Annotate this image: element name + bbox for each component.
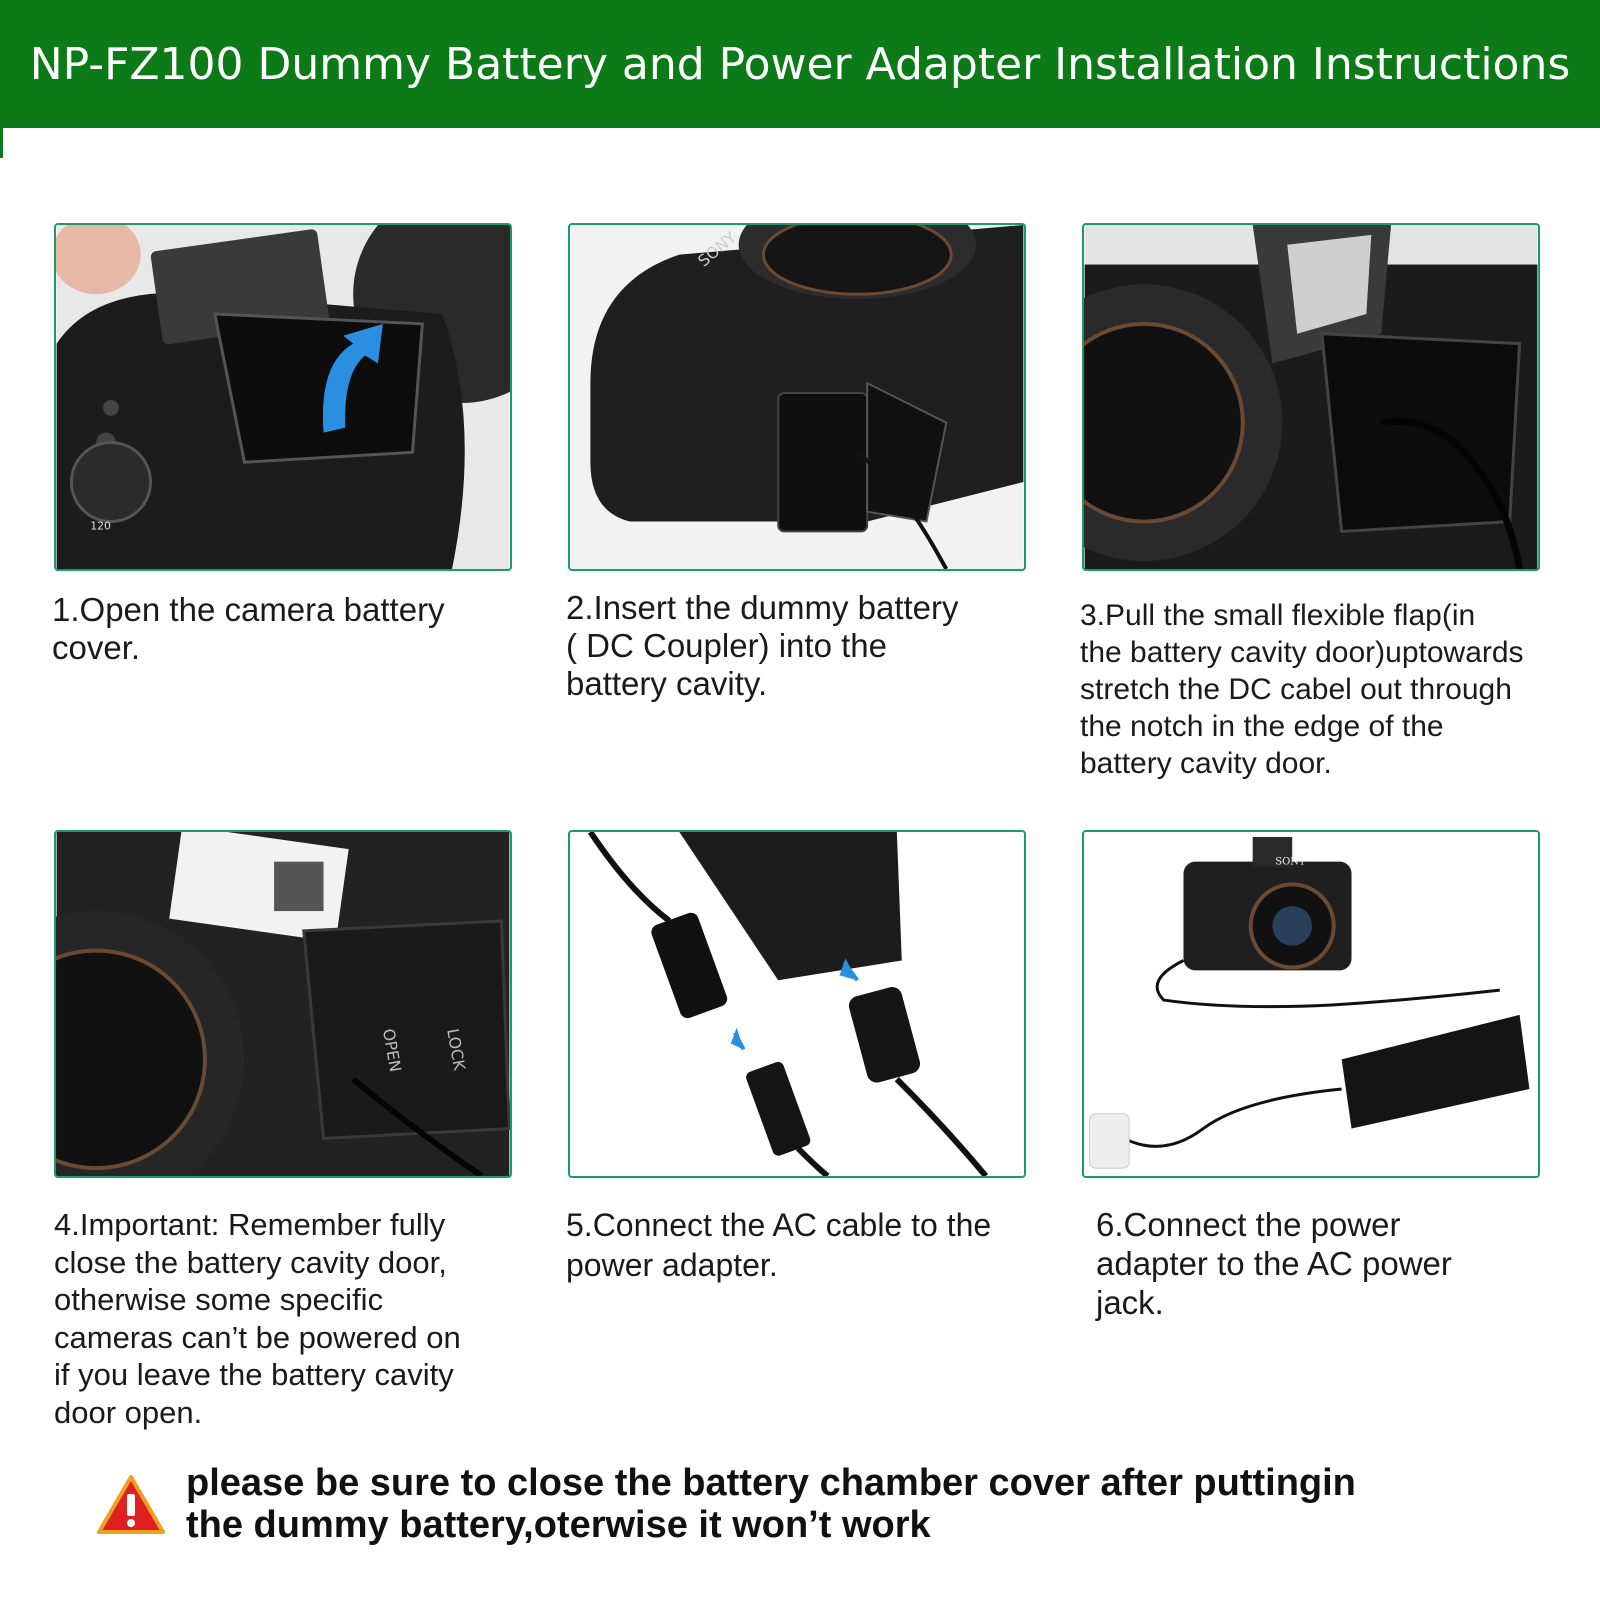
step-4-photo: OPEN LOCK — [54, 830, 512, 1178]
adapter-to-power-jack-image: SONY — [1084, 832, 1538, 1176]
dial-label: 120 — [90, 519, 111, 532]
pull-flap-cable-image — [1084, 225, 1538, 569]
step-6-photo: SONY — [1082, 830, 1540, 1178]
step-1-caption: 1.Open the camera battery cover. — [52, 591, 445, 666]
page-title: NP-FZ100 Dummy Battery and Power Adapter… — [29, 38, 1571, 90]
close-cavity-door-image: OPEN LOCK — [56, 832, 510, 1176]
step-3-photo — [1082, 223, 1540, 571]
camera-battery-cover-open-image: 120 — [56, 225, 510, 569]
ac-cable-adapter-image — [570, 832, 1024, 1176]
step-6-caption: 6.Connect the power adapter to the AC po… — [1096, 1206, 1452, 1321]
step-5-photo — [568, 830, 1026, 1178]
step-2-photo: SONY — [568, 223, 1026, 571]
step-2-caption: 2.Insert the dummy battery ( DC Coupler)… — [566, 589, 959, 702]
camera-brand-label: SONY — [1275, 857, 1306, 868]
title-banner: NP-FZ100 Dummy Battery and Power Adapter… — [0, 0, 1600, 128]
step-1-photo: 120 — [54, 223, 512, 571]
insert-dummy-battery-image: SONY — [570, 225, 1024, 569]
warning-note: please be sure to close the battery cham… — [96, 1462, 1576, 1572]
step-3-caption: 3.Pull the small flexible flap(in the ba… — [1080, 599, 1524, 780]
warning-text: please be sure to close the battery cham… — [186, 1462, 1356, 1546]
banner-accent — [0, 128, 3, 158]
step-4-caption: 4.Important: Remember fully close the ba… — [54, 1207, 461, 1430]
step-5-caption: 5.Connect the AC cable to the power adap… — [566, 1207, 992, 1283]
warning-triangle-icon — [97, 1475, 165, 1534]
